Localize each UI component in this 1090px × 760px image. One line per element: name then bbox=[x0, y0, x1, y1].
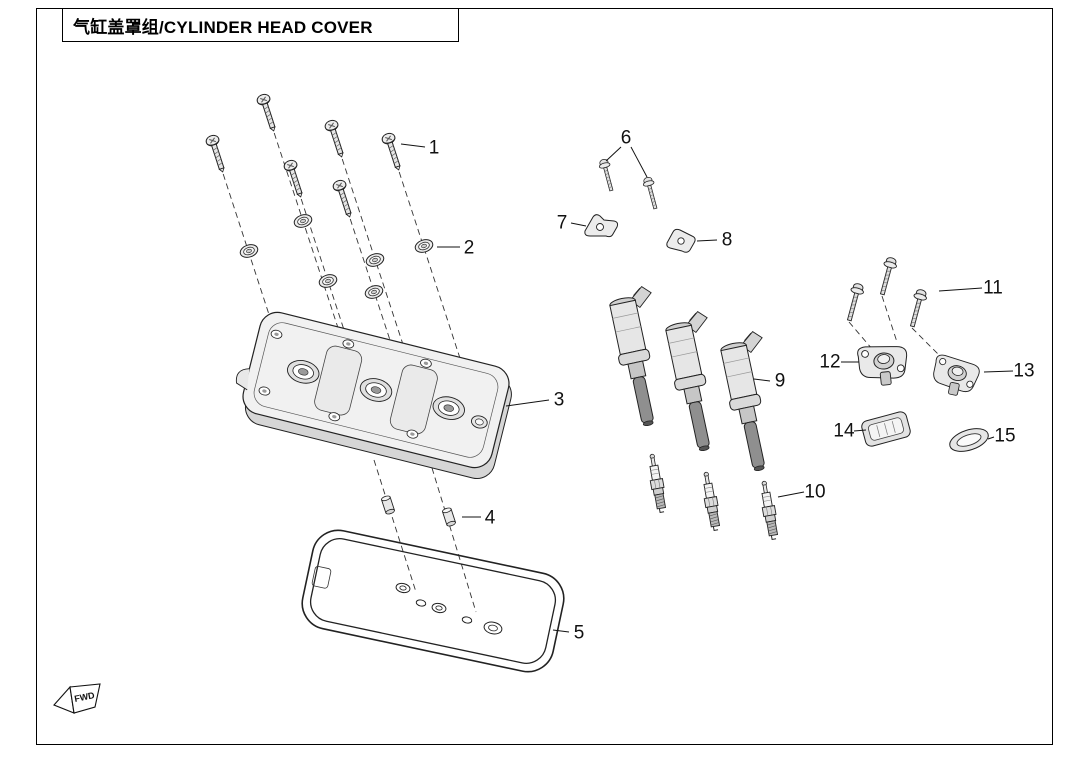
callout-10: 10 bbox=[804, 482, 825, 503]
screw-icon bbox=[380, 131, 406, 173]
cover-screws bbox=[204, 92, 406, 220]
callout-14: 14 bbox=[833, 421, 855, 442]
leader-15 bbox=[987, 436, 995, 440]
washer-icon bbox=[238, 242, 260, 260]
bolt-icon bbox=[641, 175, 662, 211]
seal-washers bbox=[238, 212, 435, 301]
leader-3 bbox=[505, 399, 550, 407]
ignition-coil-icon bbox=[604, 284, 679, 430]
callout-6: 6 bbox=[621, 128, 632, 149]
callout-12: 12 bbox=[819, 352, 840, 373]
callout-15: 15 bbox=[994, 426, 1015, 447]
ignition-coil-icon bbox=[715, 329, 790, 475]
leader-7 bbox=[570, 222, 587, 227]
sensor-bolts bbox=[842, 255, 929, 329]
fwd-label: FWD bbox=[73, 690, 96, 704]
screw-icon bbox=[323, 118, 349, 160]
callout-7: 7 bbox=[557, 213, 568, 234]
oval-seal bbox=[949, 428, 989, 452]
page-border bbox=[36, 8, 1053, 745]
callout-4: 4 bbox=[485, 508, 496, 529]
spark-plug-icon bbox=[699, 470, 723, 532]
ignition-coils bbox=[604, 284, 790, 475]
spark-plug-icon bbox=[757, 479, 781, 541]
sensor-right bbox=[929, 353, 982, 400]
callout-13: 13 bbox=[1013, 361, 1034, 382]
spark-plug-icon bbox=[645, 452, 669, 514]
cylinder-head-cover bbox=[235, 311, 512, 480]
washer-icon bbox=[413, 237, 435, 255]
title-box: 气缸盖罩组/CYLINDER HEAD COVER bbox=[62, 8, 459, 42]
gasket-seal-rings bbox=[395, 582, 503, 635]
tube-bushings bbox=[380, 494, 457, 528]
screw-icon bbox=[282, 158, 308, 200]
bolt-icon bbox=[875, 255, 899, 297]
callout-numbers: 1 2 3 4 5 6 7 8 9 10 11 12 13 14 15 bbox=[429, 128, 1035, 644]
bolt-icon bbox=[597, 157, 618, 193]
washer-icon bbox=[364, 251, 386, 269]
leader-5 bbox=[552, 629, 570, 633]
leader-8 bbox=[696, 239, 718, 242]
leader-10 bbox=[777, 491, 805, 498]
callout-2: 2 bbox=[464, 238, 475, 259]
leader-11 bbox=[938, 287, 983, 292]
bolt-icon bbox=[842, 281, 866, 323]
ignition-coil-icon bbox=[660, 309, 735, 455]
callout-leader-lines bbox=[400, 143, 1014, 633]
screw-icon bbox=[331, 178, 357, 220]
washer-icon bbox=[363, 283, 385, 301]
screw-icon bbox=[255, 92, 281, 134]
fwd-arrow: FWD bbox=[53, 683, 101, 714]
bracket-left bbox=[584, 214, 619, 238]
bolt-icon bbox=[905, 287, 929, 329]
callout-11: 11 bbox=[983, 278, 1003, 299]
leader-14 bbox=[853, 429, 867, 432]
leader-9 bbox=[753, 378, 771, 382]
bracket-right bbox=[666, 228, 696, 253]
bushing-icon bbox=[380, 494, 396, 516]
leader-6a bbox=[605, 146, 622, 162]
cover-bolt-bosses bbox=[258, 329, 432, 439]
bracket-bolts bbox=[597, 157, 662, 211]
callout-8: 8 bbox=[722, 230, 733, 251]
leader-1 bbox=[400, 143, 426, 148]
page-title: 气缸盖罩组/CYLINDER HEAD COVER bbox=[73, 17, 373, 37]
callout-1: 1 bbox=[429, 138, 440, 159]
callout-3: 3 bbox=[554, 390, 565, 411]
spark-plug-tube-wells bbox=[287, 360, 465, 420]
washer-icon bbox=[317, 272, 339, 290]
sensor-left bbox=[856, 342, 911, 389]
callout-9: 9 bbox=[775, 371, 786, 392]
leader-6b bbox=[630, 146, 648, 178]
bushing-icon bbox=[441, 506, 457, 528]
callout-5: 5 bbox=[574, 623, 585, 644]
leader-13 bbox=[983, 370, 1014, 373]
cover-plate bbox=[861, 411, 911, 447]
screw-icon bbox=[204, 133, 230, 175]
washer-icon bbox=[292, 212, 314, 230]
valve-cover-gasket bbox=[301, 529, 565, 673]
